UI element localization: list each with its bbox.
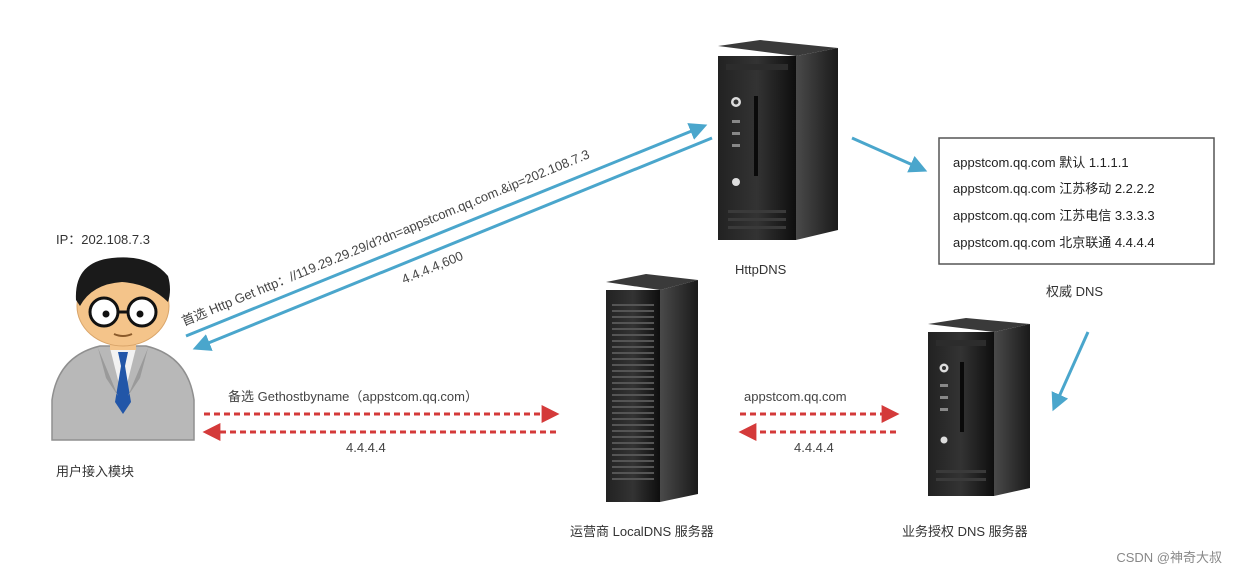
httpdns-caption: HttpDNS xyxy=(735,262,787,277)
localdns-server-icon xyxy=(606,274,698,502)
user-caption: 用户接入模块 xyxy=(56,464,134,479)
authority-dns-records-box xyxy=(938,137,1215,265)
business-dns-server-icon xyxy=(928,318,1030,496)
user-avatar xyxy=(51,257,195,441)
authority-record-1: appstcom.qq.com 默认 1.1.1.1 xyxy=(953,155,1129,170)
httpdns-response-arrow xyxy=(192,136,713,351)
httpdns-request-label: 首选 Http Get http：//119.29.29.29/d?dn=app… xyxy=(179,147,591,329)
localdns-request-label: 备选 Gethostbyname（appstcom.qq.com） xyxy=(228,389,478,404)
localdns-caption: 运营商 LocalDNS 服务器 xyxy=(570,524,714,539)
rack-vent-grille xyxy=(612,304,654,480)
business-dns-caption: 业务授权 DNS 服务器 xyxy=(902,524,1028,539)
user-ip-label: IP：202.108.7.3 xyxy=(56,232,150,247)
localdns-response-label: 4.4.4.4 xyxy=(346,440,386,455)
authority-record-3: appstcom.qq.com 江苏电信 3.3.3.3 xyxy=(953,208,1155,223)
authority-to-business-arrow xyxy=(1051,331,1090,412)
business-dns-request-label: appstcom.qq.com xyxy=(744,389,847,404)
httpdns-server-icon xyxy=(718,40,838,240)
csdn-watermark: CSDN @神奇大叔 xyxy=(1116,550,1222,565)
httpdns-request-arrow xyxy=(185,123,708,338)
business-dns-response-label: 4.4.4.4 xyxy=(794,440,834,455)
httpdns-response-label: 4.4.4.4,600 xyxy=(399,248,465,287)
authority-dns-caption: 权威 DNS xyxy=(1046,284,1103,299)
authority-record-4: appstcom.qq.com 北京联通 4.4.4.4 xyxy=(953,235,1155,250)
httpdns-to-authority-arrow xyxy=(851,136,928,173)
authority-record-2: appstcom.qq.com 江苏移动 2.2.2.2 xyxy=(953,181,1155,196)
